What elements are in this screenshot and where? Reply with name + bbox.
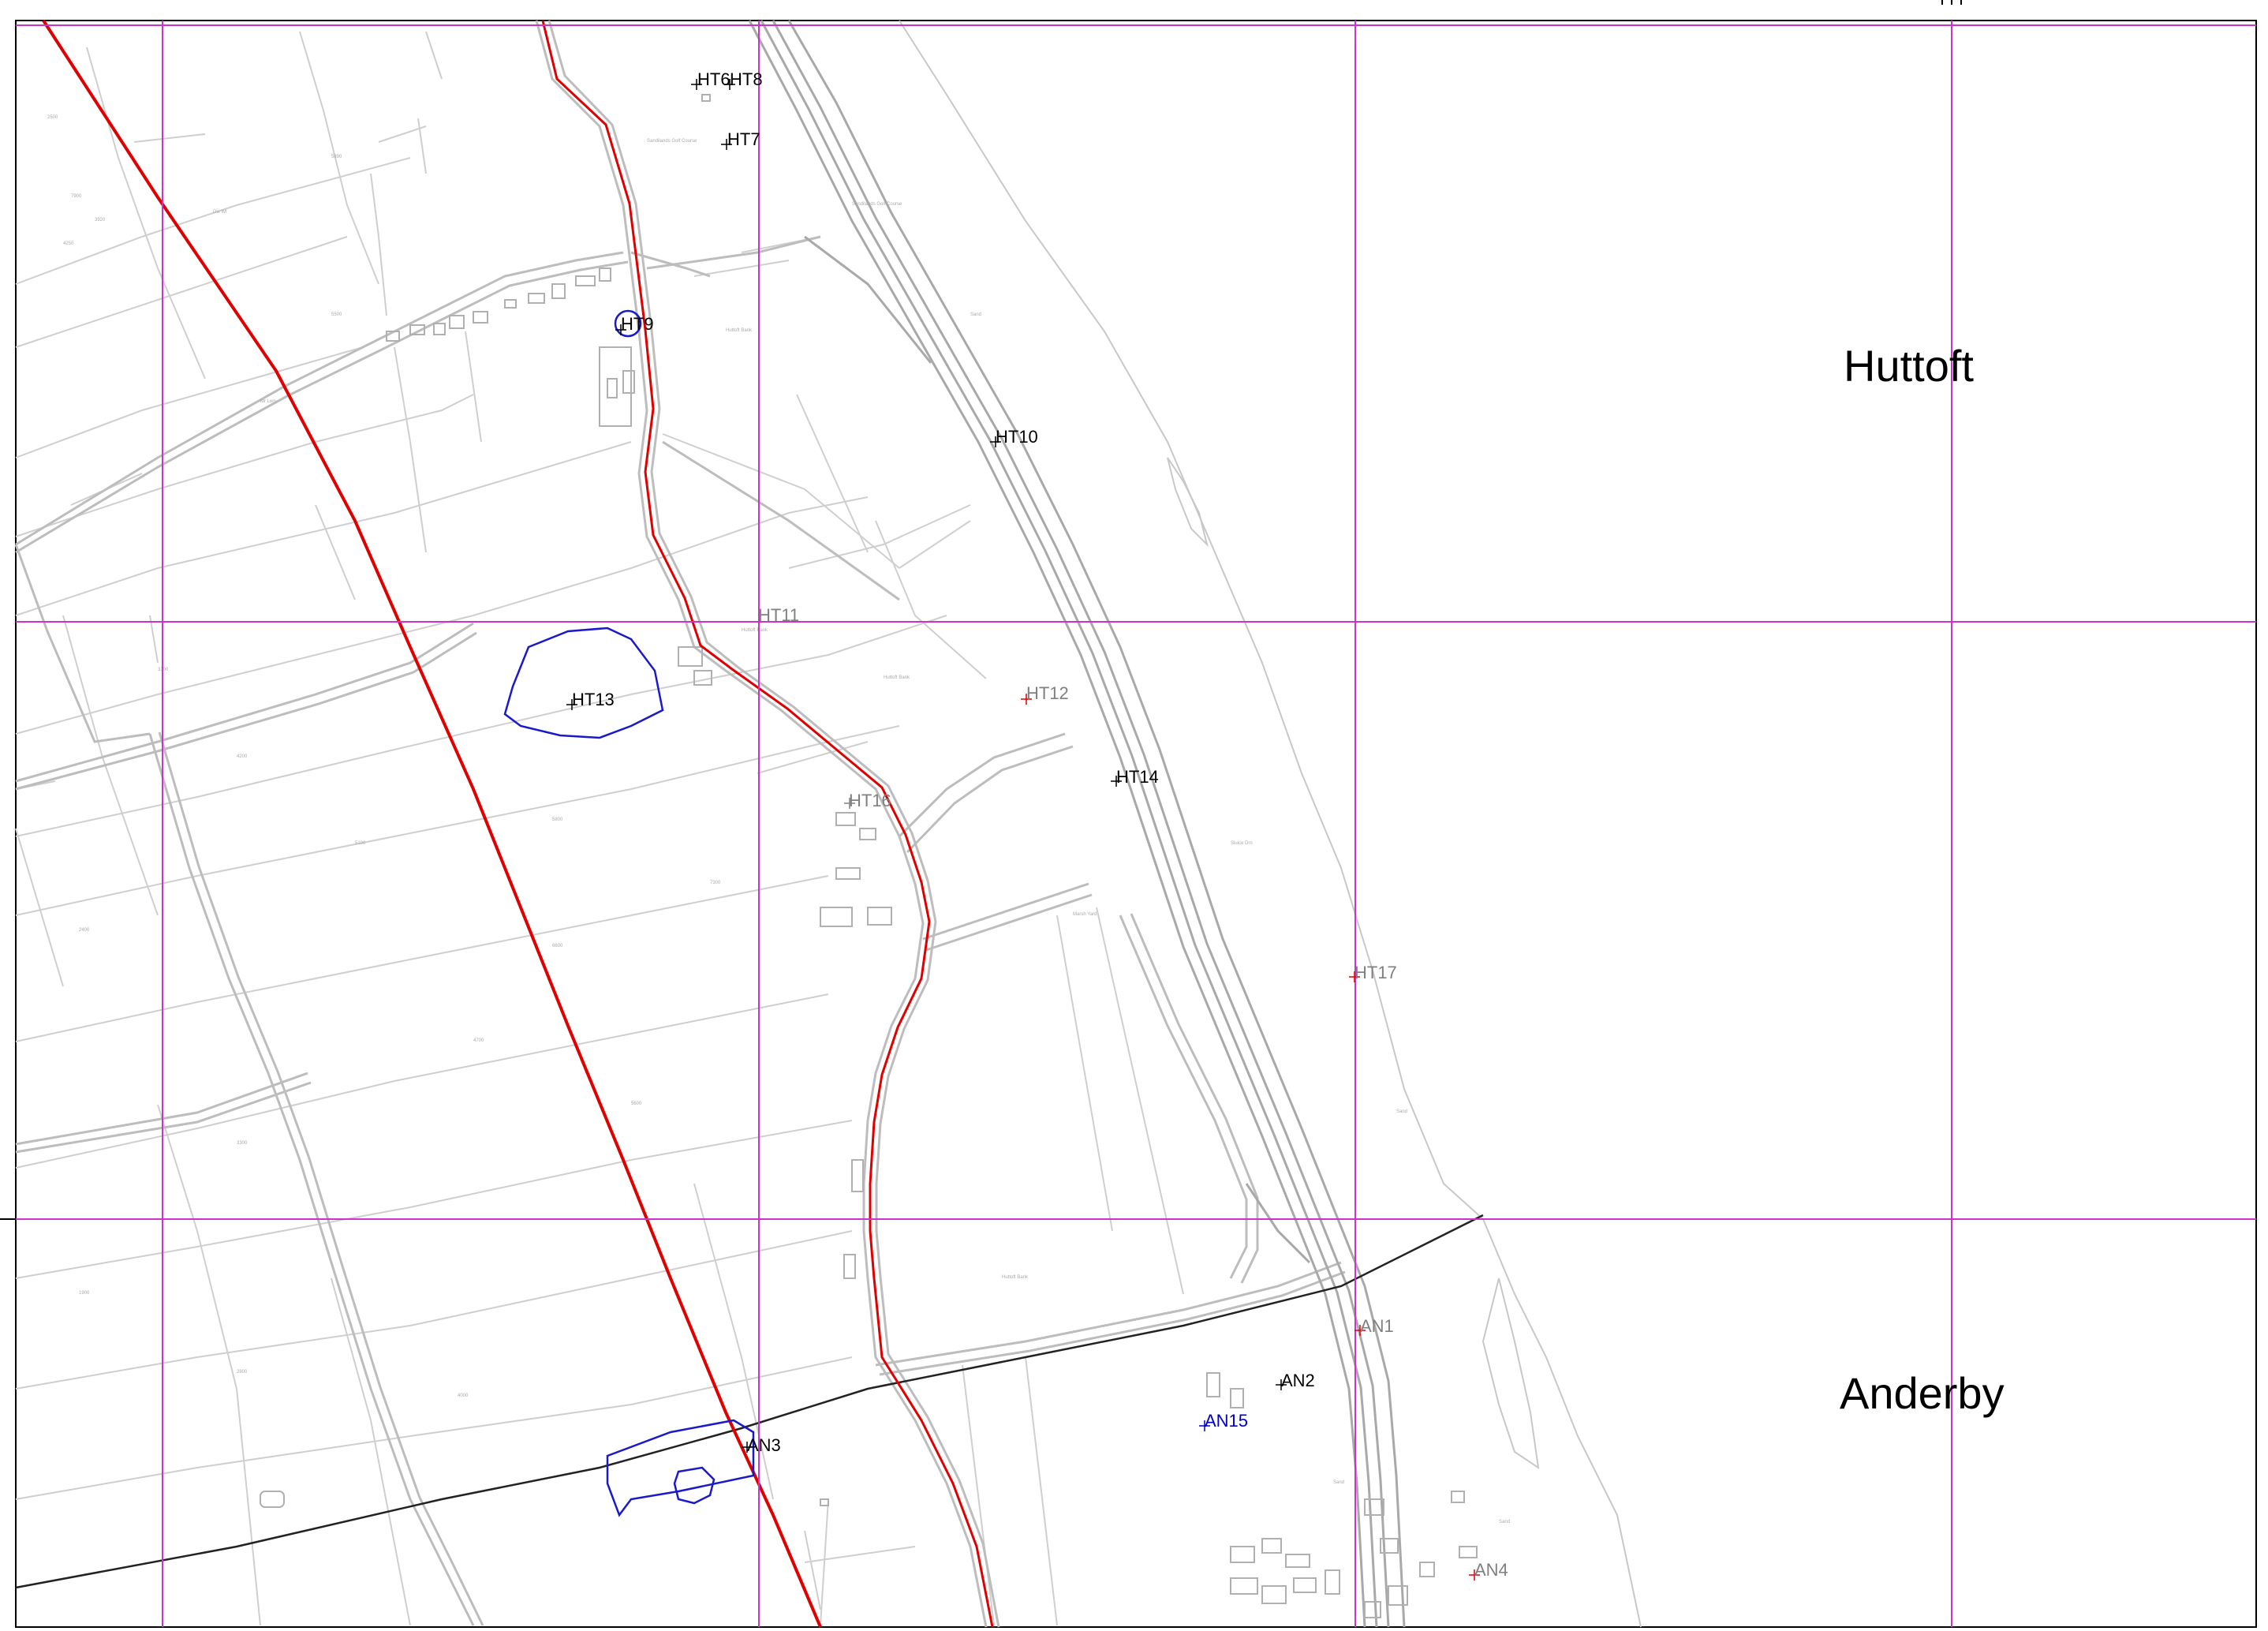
marker-ht16[interactable]: HT16: [844, 791, 891, 810]
settlements: [260, 94, 1478, 1618]
marker-ht7[interactable]: HT7: [721, 129, 760, 150]
svg-text:4700: 4700: [473, 1038, 484, 1043]
proposed-route-diagonal: [42, 19, 822, 1628]
svg-text:AN1: AN1: [1360, 1316, 1394, 1336]
zone-an3-outer: [606, 1419, 755, 1517]
coastal-corridor: [748, 20, 1406, 1628]
shoreline: [899, 20, 1642, 1628]
svg-text:Sluice Drn: Sluice Drn: [1231, 841, 1253, 846]
svg-text:Sandilands Golf Course: Sandilands Golf Course: [852, 202, 902, 207]
svg-text:HT14: HT14: [1116, 767, 1159, 787]
svg-text:2500: 2500: [47, 115, 58, 120]
svg-text:2400: 2400: [79, 928, 90, 933]
svg-text:Sand: Sand: [1396, 1109, 1407, 1114]
svg-text:5500: 5500: [331, 312, 342, 317]
svg-text:Huttoft Bank: Huttoft Bank: [726, 328, 753, 333]
marker-ht17[interactable]: HT17: [1349, 963, 1397, 982]
svg-text:AN15: AN15: [1205, 1411, 1248, 1431]
area-label-anderby: Anderby: [1840, 1368, 2005, 1418]
map-frame: [15, 20, 2257, 1628]
point-markers: HT6 HT8 HT7 HT9 HT10 HT11 HT12 HT13: [566, 69, 1508, 1580]
svg-text:Marsh Yard: Marsh Yard: [1073, 912, 1097, 917]
marker-ht14[interactable]: HT14: [1111, 767, 1159, 787]
svg-text:7900: 7900: [71, 194, 82, 199]
field-codes: 2500 7900 4250 3920 Dw Wt Mr Lwn 5890 5500 3…: [47, 115, 1510, 1524]
svg-text:Sand: Sand: [1499, 1520, 1510, 1524]
svg-text:5890: 5890: [331, 155, 342, 159]
svg-text:5100: 5100: [355, 841, 366, 846]
area-label-huttoft: Huttoft: [1844, 341, 1974, 391]
marker-ht12[interactable]: HT12: [1021, 683, 1069, 705]
marker-ht6[interactable]: HT6: [691, 69, 730, 90]
svg-text:Sandilands Golf Course: Sandilands Golf Course: [647, 139, 697, 144]
zone-an3-inner: [673, 1466, 716, 1505]
svg-text:AN3: AN3: [747, 1435, 781, 1455]
svg-text:Huttoft Bank: Huttoft Bank: [1002, 1275, 1029, 1280]
marker-ht13[interactable]: HT13: [566, 690, 615, 710]
corner-tick: [1941, 0, 1962, 5]
svg-text:7300: 7300: [710, 881, 721, 885]
marker-an3[interactable]: AN3: [742, 1435, 781, 1455]
svg-text:3920: 3920: [95, 218, 106, 223]
marker-ht8[interactable]: HT8: [724, 69, 763, 90]
svg-text:Dw Wt: Dw Wt: [213, 210, 227, 215]
svg-text:4000: 4000: [458, 1393, 469, 1398]
svg-text:HT12: HT12: [1026, 683, 1069, 703]
svg-text:HT9: HT9: [621, 314, 654, 334]
marker-an1[interactable]: AN1: [1354, 1316, 1394, 1336]
marker-an2[interactable]: AN2: [1276, 1371, 1315, 1390]
svg-text:4250: 4250: [63, 241, 74, 246]
zone-ht13: [503, 627, 664, 739]
svg-text:HT8: HT8: [730, 69, 763, 89]
svg-text:AN2: AN2: [1281, 1371, 1315, 1390]
svg-text:3100: 3100: [158, 668, 169, 672]
svg-text:HT16: HT16: [849, 791, 891, 810]
zone-outlines: [503, 309, 755, 1517]
power-line: [15, 1214, 1484, 1589]
field-boundaries: [15, 31, 1184, 1626]
svg-text:Sand: Sand: [970, 312, 981, 317]
svg-text:Mr Lwn: Mr Lwn: [260, 399, 276, 404]
svg-text:HT11: HT11: [758, 605, 799, 625]
svg-text:6600: 6600: [552, 944, 563, 948]
svg-text:HT13: HT13: [572, 690, 615, 709]
svg-text:HT6: HT6: [697, 69, 730, 89]
svg-text:3300: 3300: [237, 1141, 248, 1146]
zone-ht9: [614, 309, 642, 338]
svg-text:Sand: Sand: [1333, 1480, 1344, 1485]
roads: [14, 20, 1346, 1628]
proposed-route-road: [541, 20, 994, 1628]
svg-text:5600: 5600: [631, 1102, 642, 1106]
svg-text:Huttoft Bank: Huttoft Bank: [884, 675, 910, 680]
svg-text:Huttoft Bank: Huttoft Bank: [742, 628, 768, 633]
svg-text:HT17: HT17: [1354, 963, 1397, 982]
svg-text:HT10: HT10: [996, 427, 1038, 447]
svg-text:AN4: AN4: [1474, 1560, 1508, 1580]
marker-ht9[interactable]: HT9: [615, 314, 654, 335]
svg-text:2800: 2800: [237, 1370, 248, 1375]
route-lines: [42, 19, 994, 1628]
svg-text:HT7: HT7: [727, 129, 760, 149]
marker-ht10[interactable]: HT10: [990, 427, 1038, 447]
marker-an15[interactable]: AN15: [1199, 1411, 1248, 1431]
marker-an4[interactable]: AN4: [1469, 1560, 1508, 1580]
svg-text:4200: 4200: [237, 754, 248, 759]
marker-ht11[interactable]: HT11: [758, 605, 799, 625]
svg-text:5800: 5800: [552, 817, 563, 822]
grid-lines: [16, 21, 2256, 1627]
svg-text:1900: 1900: [79, 1291, 90, 1296]
